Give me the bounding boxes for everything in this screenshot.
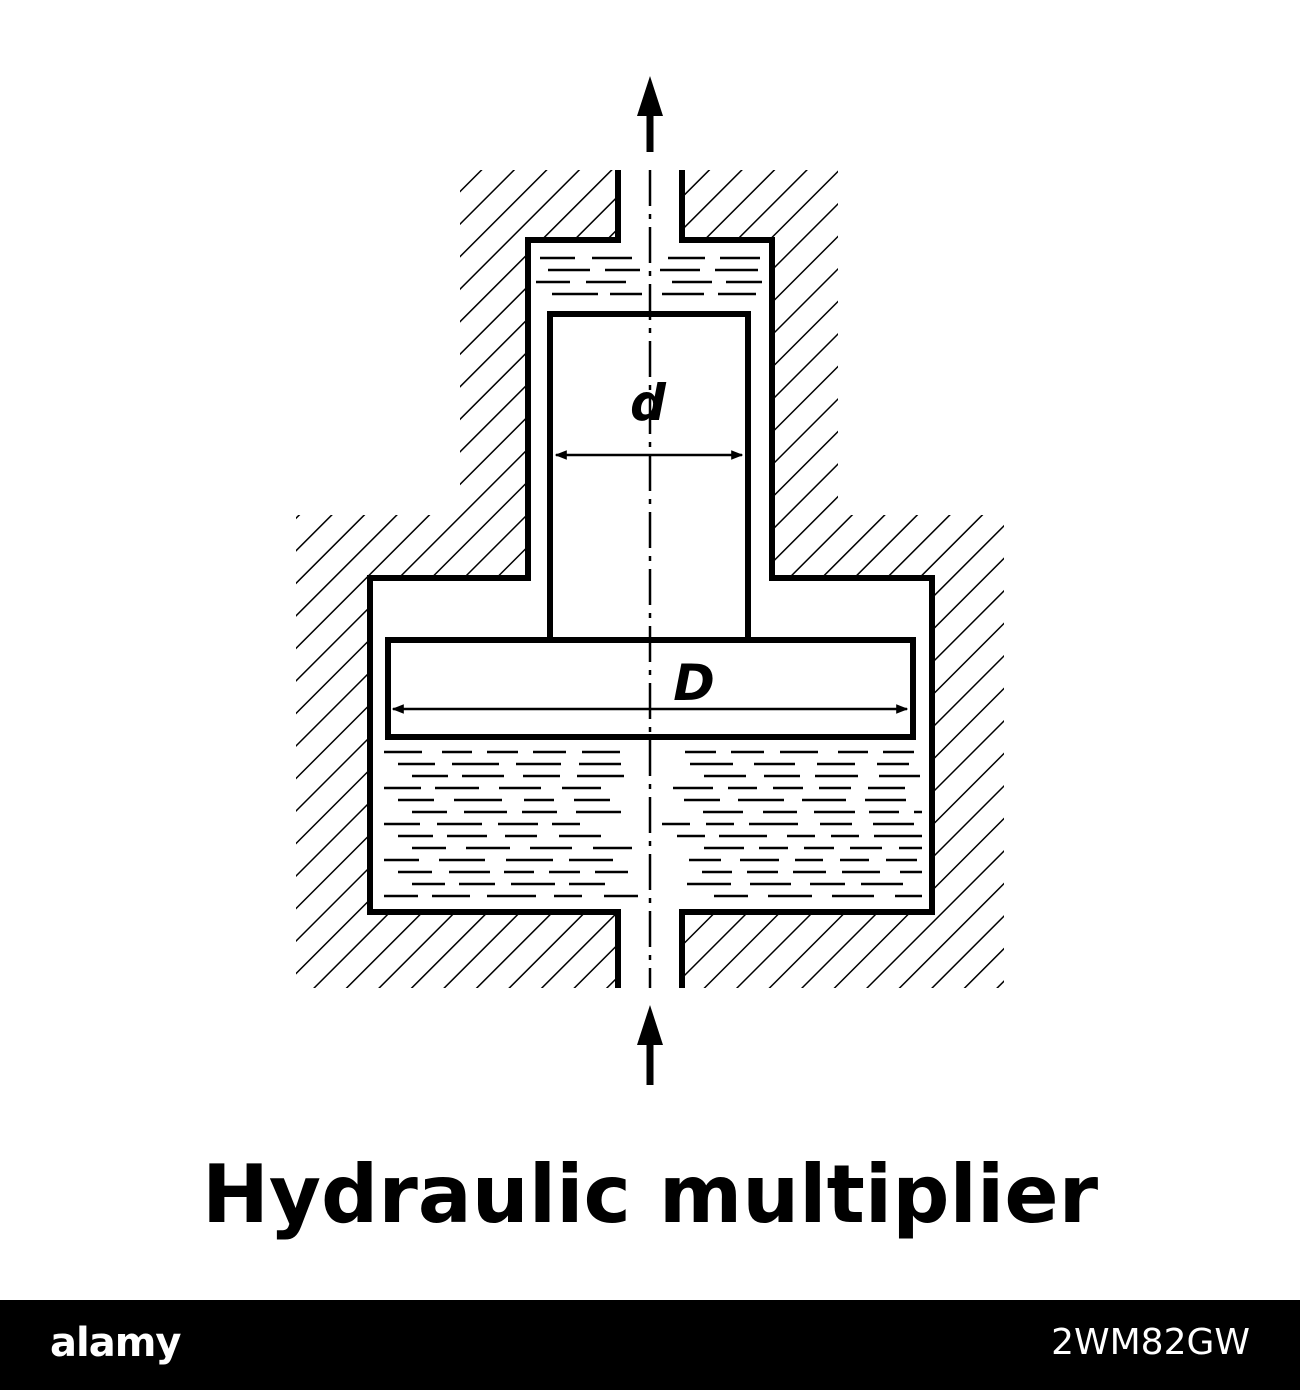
label-D-background (664, 655, 724, 703)
housing-hatching (296, 170, 1004, 988)
brand-logo: alamy (50, 1320, 181, 1366)
label-d: d (630, 374, 667, 432)
top-fluid (536, 256, 762, 296)
housing-outline (367, 170, 935, 988)
stock-footer-bar: alamy 2WM82GW (0, 1300, 1300, 1390)
hydraulic-multiplier-diagram: d D (296, 76, 1004, 1085)
output-arrow-icon (637, 76, 663, 152)
label-D: D (673, 654, 715, 712)
bottom-fluid (384, 750, 922, 898)
diagram-caption: Hydraulic multiplier (201, 1148, 1099, 1241)
input-arrow-icon (637, 1005, 663, 1085)
image-code: 2WM82GW (1051, 1322, 1250, 1363)
